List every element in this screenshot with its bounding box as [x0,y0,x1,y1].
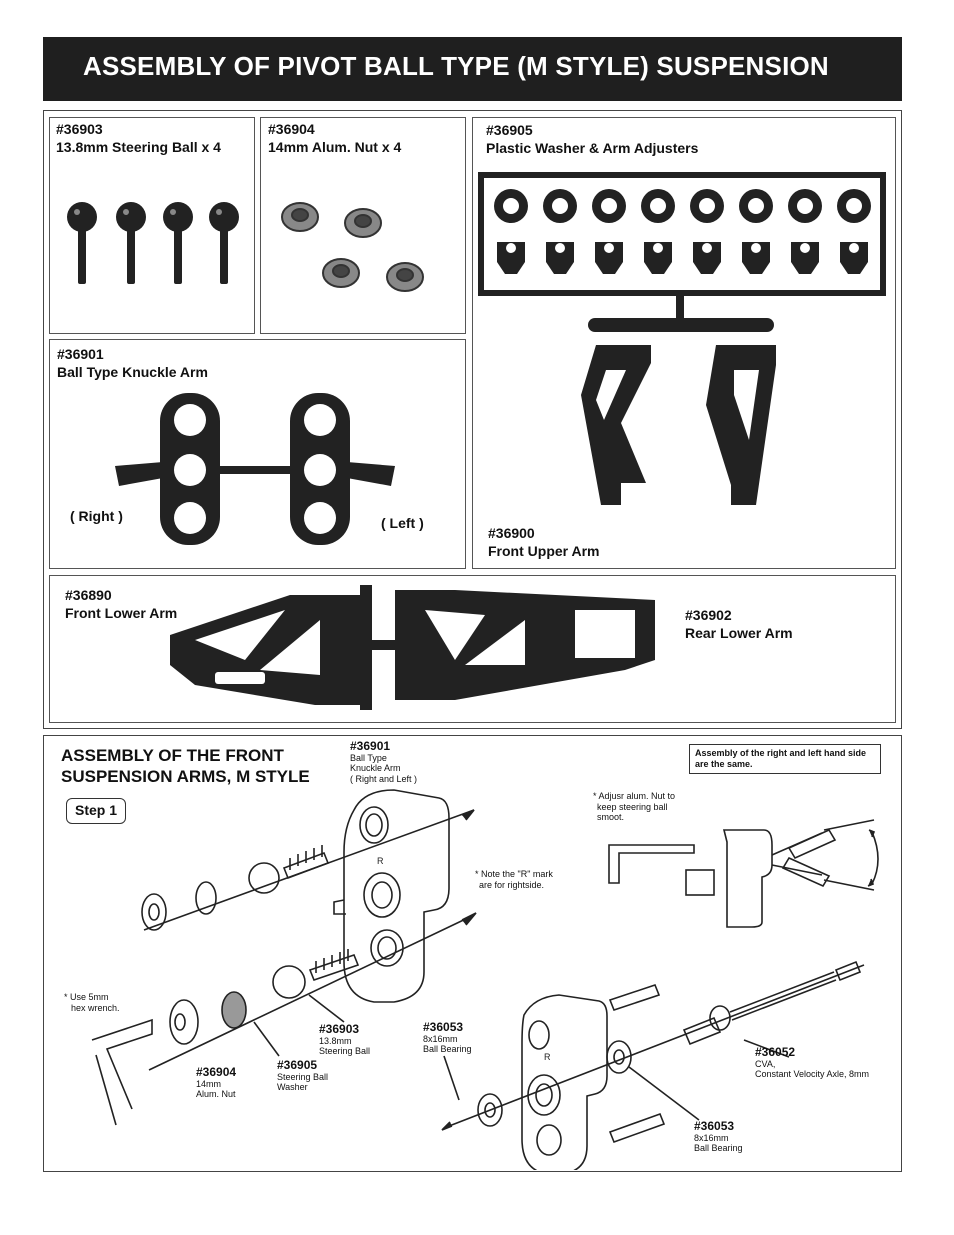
box-knuckle-arm [49,339,466,569]
knuckle-left-label: ( Left ) [381,515,424,531]
ball-callout: #36903 13.8mm Steering Ball [319,1022,371,1056]
knuckle-callout: #36901 Ball Type Knuckle Arm ( Right and… [350,739,418,784]
parts-frame [43,110,902,729]
part-36903-label: #36903 13.8mm Steering Ball x 4 [56,121,221,155]
assembly-frame [43,735,902,1172]
part-36890-label: #36890 Front Lower Arm [65,587,178,621]
part-36901-label: #36901 Ball Type Knuckle Arm [57,346,208,380]
r-mark-note: * Note the "R" mark are for rightside. [475,869,553,890]
steering-ball-illustration [67,202,239,284]
washer-callout: #36905 Steering Ball Washer [277,1058,329,1092]
step-badge: Step 1 [66,798,126,824]
adjust-nut-note: * Adjusr alum. Nut to keep steering ball… [593,791,676,822]
washer-sprue-illustration [478,172,886,505]
knuckle-arm-illustration [115,393,395,545]
part-36900-label: #36900 Front Upper Arm [488,525,600,559]
r-mark-lower: R [544,1052,551,1062]
assembly-heading: ASSEMBLY OF THE FRONT SUSPENSION ARMS, M… [61,746,310,786]
bearing-b-callout: #36053 8x16mm Ball Bearing [694,1119,743,1153]
same-assembly-note: Assembly of the right and left hand side… [689,744,881,774]
lower-arm-illustration [170,585,655,710]
alum-nut-illustration [281,202,424,292]
knuckle-right-label: ( Right ) [70,508,123,524]
page-title: ASSEMBLY OF PIVOT BALL TYPE (M STYLE) SU… [83,51,829,81]
exploded-assembly-diagram: R R [91,789,879,1170]
part-36904-label: #36904 14mm Alum. Nut x 4 [268,121,402,155]
bearing-a-callout: #36053 8x16mm Ball Bearing [423,1020,472,1054]
part-36902-label: #36902 Rear Lower Arm [685,607,793,641]
part-36905-label: #36905 Plastic Washer & Arm Adjusters [486,122,699,156]
nut-callout: #36904 14mm Alum. Nut [196,1065,237,1099]
r-mark: R [377,856,384,866]
box-washers-upper-arm [472,117,896,569]
cva-callout: #36052 CVA, Constant Velocity Axle, 8mm [755,1045,870,1079]
hex-wrench-note: * Use 5mm hex wrench. [64,992,120,1013]
title-bar: ASSEMBLY OF PIVOT BALL TYPE (M STYLE) SU… [43,37,902,101]
